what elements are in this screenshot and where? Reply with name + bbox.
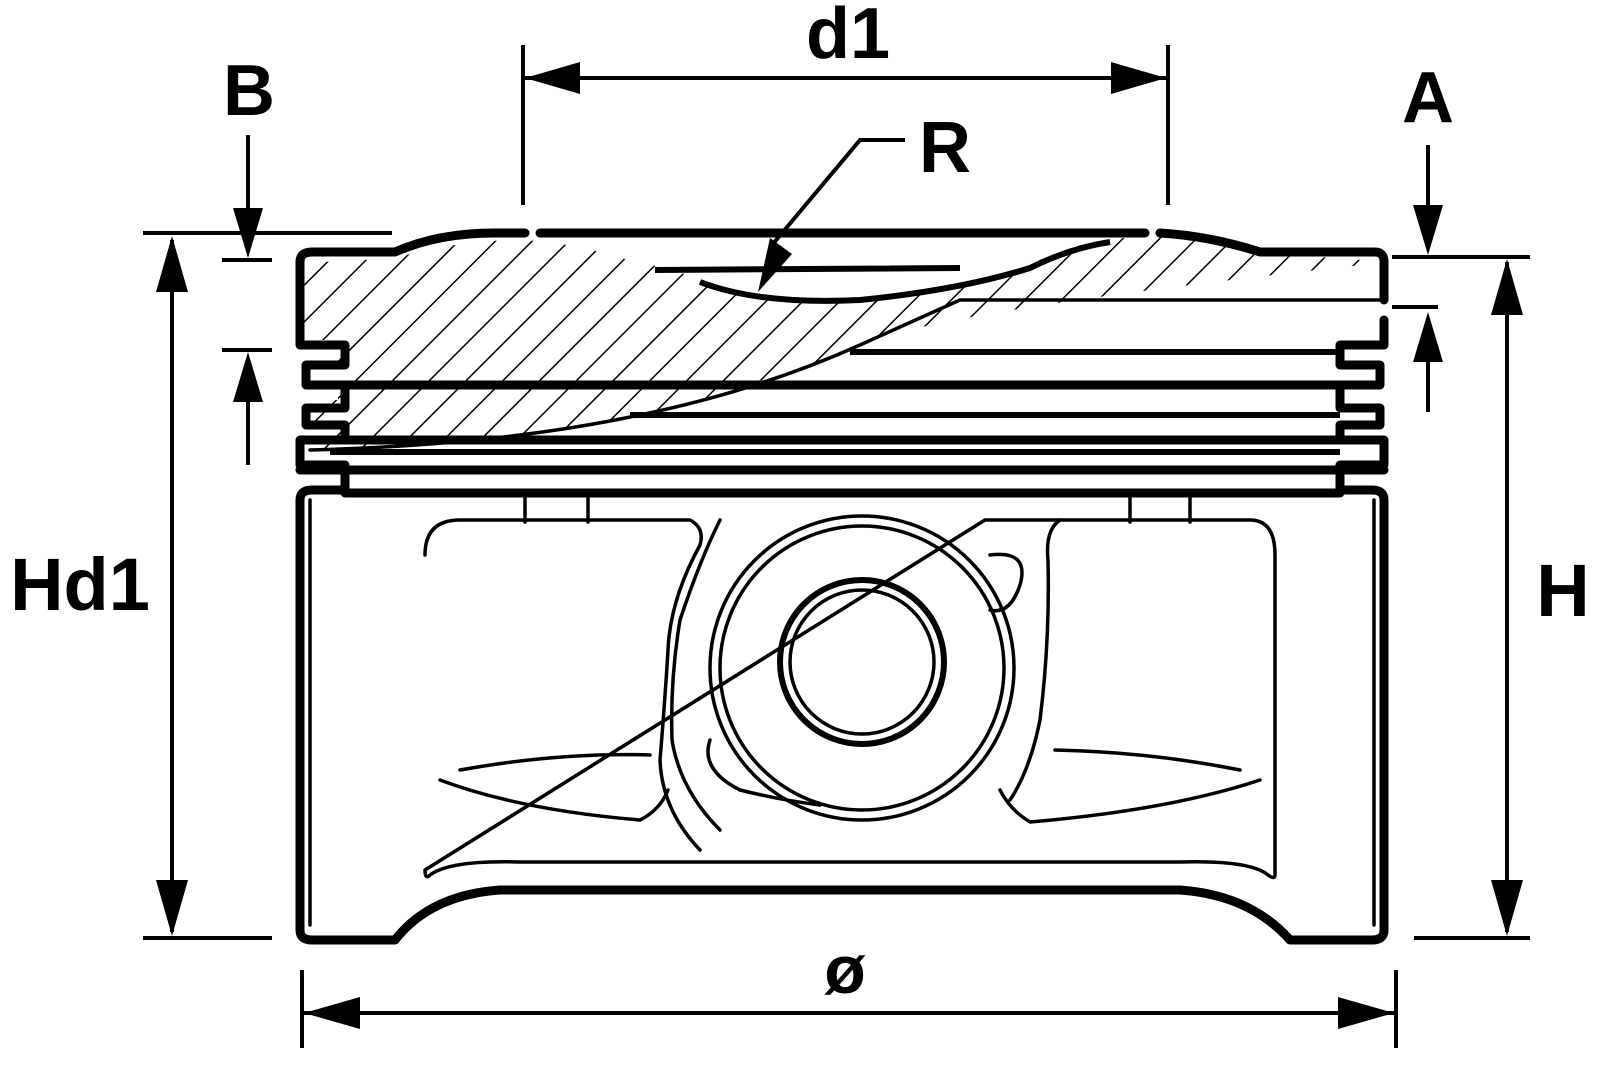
skirt-outline [295, 485, 1389, 945]
skirt-window-inner [669, 518, 1062, 832]
label-diameter: ø [824, 932, 866, 1008]
pin-boss-ring [718, 524, 1006, 812]
dimension-diameter: ø [300, 932, 1398, 1048]
pin-boss-struts [523, 491, 1192, 524]
piston-body [295, 228, 1390, 945]
ring-grooves [295, 349, 1389, 498]
right-rib [998, 748, 1262, 824]
dimension-b: B [143, 51, 392, 465]
skirt-window [423, 518, 1277, 880]
label-h: H [1536, 549, 1589, 632]
left-ring-lands [295, 257, 350, 495]
right-ring-lands [1335, 257, 1389, 495]
crown-section-hatch [300, 236, 1390, 450]
bowl-profile [654, 239, 1111, 304]
pin-boss-outer [708, 514, 1016, 822]
label-a: A [1402, 58, 1454, 138]
piston-pin-outer [777, 577, 947, 747]
label-r: R [919, 108, 971, 188]
dimension-h: H [1414, 259, 1590, 940]
left-rib [438, 752, 670, 822]
dimension-d1: d1 [521, 0, 1170, 205]
dimension-hd1: Hd1 [10, 236, 272, 940]
label-d1: d1 [806, 0, 890, 74]
skirt-inner-edge [308, 498, 1376, 927]
crown-top-profile [295, 228, 1389, 267]
label-hd1: Hd1 [10, 543, 150, 626]
dimension-r: R [758, 108, 971, 292]
dimension-a: A [1392, 58, 1530, 412]
label-b: B [223, 51, 275, 131]
piston-pin-bore [788, 588, 936, 736]
